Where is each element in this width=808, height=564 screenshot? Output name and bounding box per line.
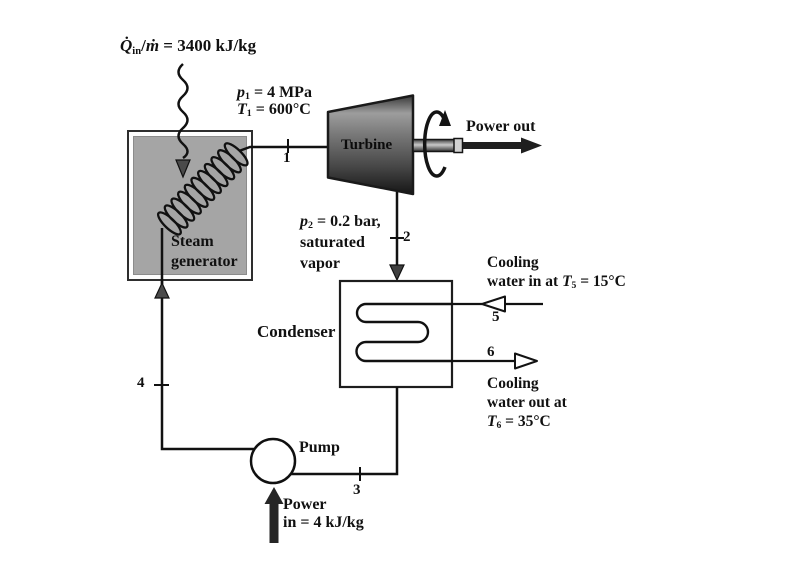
state3-label: 3 xyxy=(353,482,361,498)
state2-conditions: p2 = 0.2 bar, saturated vapor xyxy=(300,213,381,272)
power-in-label: Power in = 4 kJ/kg xyxy=(283,496,364,531)
condenser-box xyxy=(338,279,454,389)
cooling-in-label: Cooling water in at T5 = 15°C xyxy=(487,254,626,292)
steam-generator-inner xyxy=(133,136,247,275)
power-in-arrowhead-icon xyxy=(264,487,284,504)
condenser-label: Condenser xyxy=(257,322,336,341)
condenser-coil xyxy=(355,302,452,363)
shaft-end-cap xyxy=(453,137,464,154)
state5-label: 5 xyxy=(492,309,500,325)
heat-input-label: Q̇in/ṁ = 3400 kJ/kg xyxy=(120,36,257,57)
state2-label: 2 xyxy=(403,229,411,245)
state1-conditions: p1 = 4 MPa T1 = 600°C xyxy=(237,84,312,120)
turbine-shape xyxy=(326,94,415,196)
power-out-label: Power out xyxy=(466,118,536,135)
steam-generator-label: Steam generator xyxy=(171,233,238,270)
steam-generator-coil xyxy=(156,142,249,236)
rotation-arrow-icon xyxy=(422,110,447,178)
rotation-arrowhead-icon xyxy=(439,110,451,126)
feedwater-arrowhead-icon xyxy=(154,281,170,299)
pump-circle xyxy=(249,437,297,485)
cooling-out-label: Cooling water out at T6 = 35°C xyxy=(487,375,567,432)
state6-label: 6 xyxy=(487,344,495,360)
cooling-out-arrowhead-icon xyxy=(514,352,538,370)
heat-arrowhead-icon xyxy=(175,159,191,179)
power-out-arrowhead-icon xyxy=(521,137,542,154)
state4-label: 4 xyxy=(137,375,145,391)
turbine-label: Turbine xyxy=(341,137,393,153)
pump-label: Pump xyxy=(299,439,340,456)
condensate-pipe xyxy=(291,387,399,476)
state1-pipe xyxy=(238,145,328,153)
exhaust-arrowhead-icon xyxy=(389,264,405,282)
state1-label: 1 xyxy=(283,150,291,166)
heat-wavy-arrow xyxy=(177,63,189,160)
